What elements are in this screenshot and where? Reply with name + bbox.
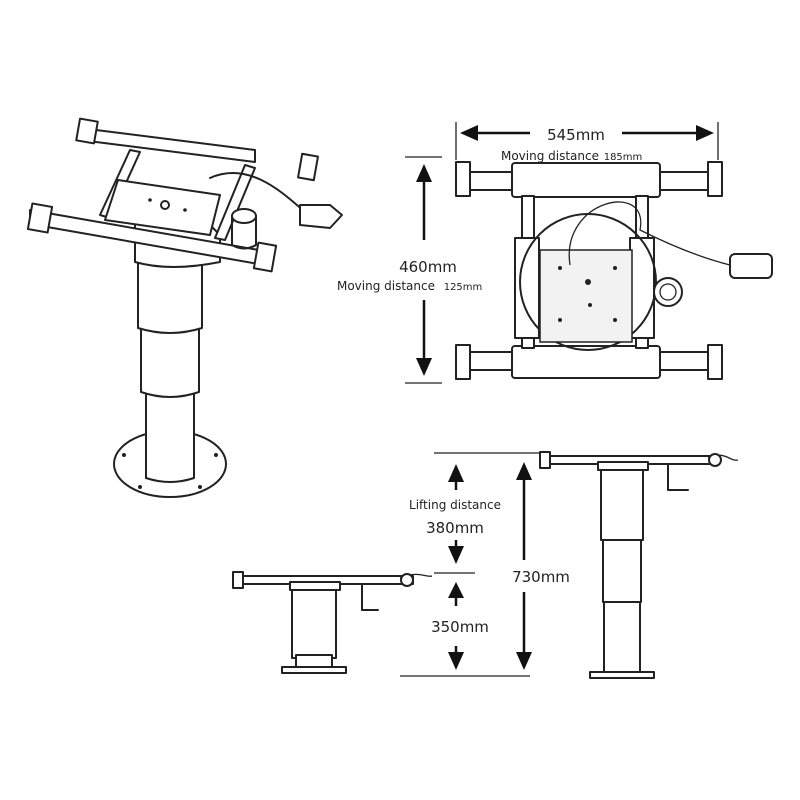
height-dimension-label: 460mm bbox=[399, 258, 457, 276]
min-height-label: 350mm bbox=[431, 618, 489, 636]
width-moving-distance-value: 185mm bbox=[604, 152, 643, 163]
top-view-drawing bbox=[405, 122, 773, 384]
width-moving-distance-label: Moving distance bbox=[501, 149, 599, 163]
lifting-distance-label: Lifting distance bbox=[409, 498, 501, 512]
height-moving-distance-label: Moving distance bbox=[337, 279, 435, 293]
height-moving-distance-value: 125mm bbox=[444, 282, 483, 293]
isometric-pedestal-drawing bbox=[26, 117, 343, 498]
width-dimension-label: 545mm bbox=[547, 126, 605, 144]
side-view-drawings bbox=[232, 451, 739, 679]
max-height-label: 730mm bbox=[512, 568, 570, 586]
lifting-distance-value: 380mm bbox=[426, 519, 484, 537]
